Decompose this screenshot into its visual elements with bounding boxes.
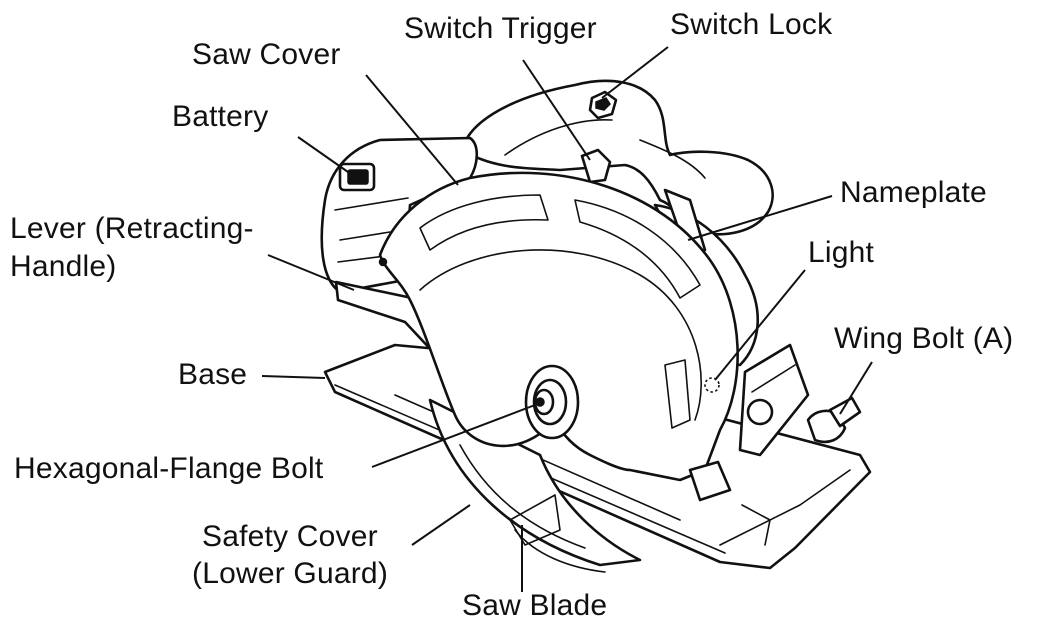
label-battery: Battery — [172, 100, 269, 133]
hexagonal-flange-bolt — [524, 364, 580, 440]
leader-light — [714, 269, 806, 381]
wing-bolt-a — [738, 343, 862, 457]
label-hex-bolt: Hexagonal-Flange Bolt — [14, 452, 324, 485]
leader-hex-bolt — [371, 404, 536, 468]
leader-battery — [297, 136, 349, 173]
rear-handle — [460, 79, 774, 236]
leader-saw-cover — [365, 74, 459, 186]
label-lever-line1: Lever (Retracting- — [10, 212, 254, 245]
label-wing-bolt: Wing Bolt (A) — [834, 322, 1014, 355]
switch-lock — [588, 90, 618, 120]
front-notch — [688, 460, 771, 546]
light — [704, 377, 720, 393]
leader-wing-bolt — [839, 361, 873, 415]
leader-nameplate — [687, 195, 833, 241]
label-light: Light — [808, 236, 875, 269]
battery — [320, 136, 479, 294]
saw-cover — [378, 171, 739, 482]
leader-safety-cover — [411, 504, 471, 546]
label-nameplate: Nameplate — [840, 176, 987, 209]
label-lever-line2: Handle) — [10, 250, 117, 283]
label-switch-trigger: Switch Trigger — [404, 12, 597, 45]
leader-base — [261, 375, 326, 379]
label-switch-lock: Switch Lock — [670, 8, 833, 41]
label-saw-cover: Saw Cover — [192, 38, 341, 71]
label-saw-blade: Saw Blade — [462, 589, 608, 622]
label-safety-cover-line1: Safety Cover — [202, 520, 378, 553]
leader-lever — [267, 254, 355, 291]
label-safety-cover-line2: (Lower Guard) — [192, 557, 389, 590]
leader-switch-lock — [601, 46, 669, 99]
leader-lines — [261, 46, 873, 592]
leader-switch-trigger — [522, 59, 591, 161]
label-base: Base — [178, 358, 248, 391]
